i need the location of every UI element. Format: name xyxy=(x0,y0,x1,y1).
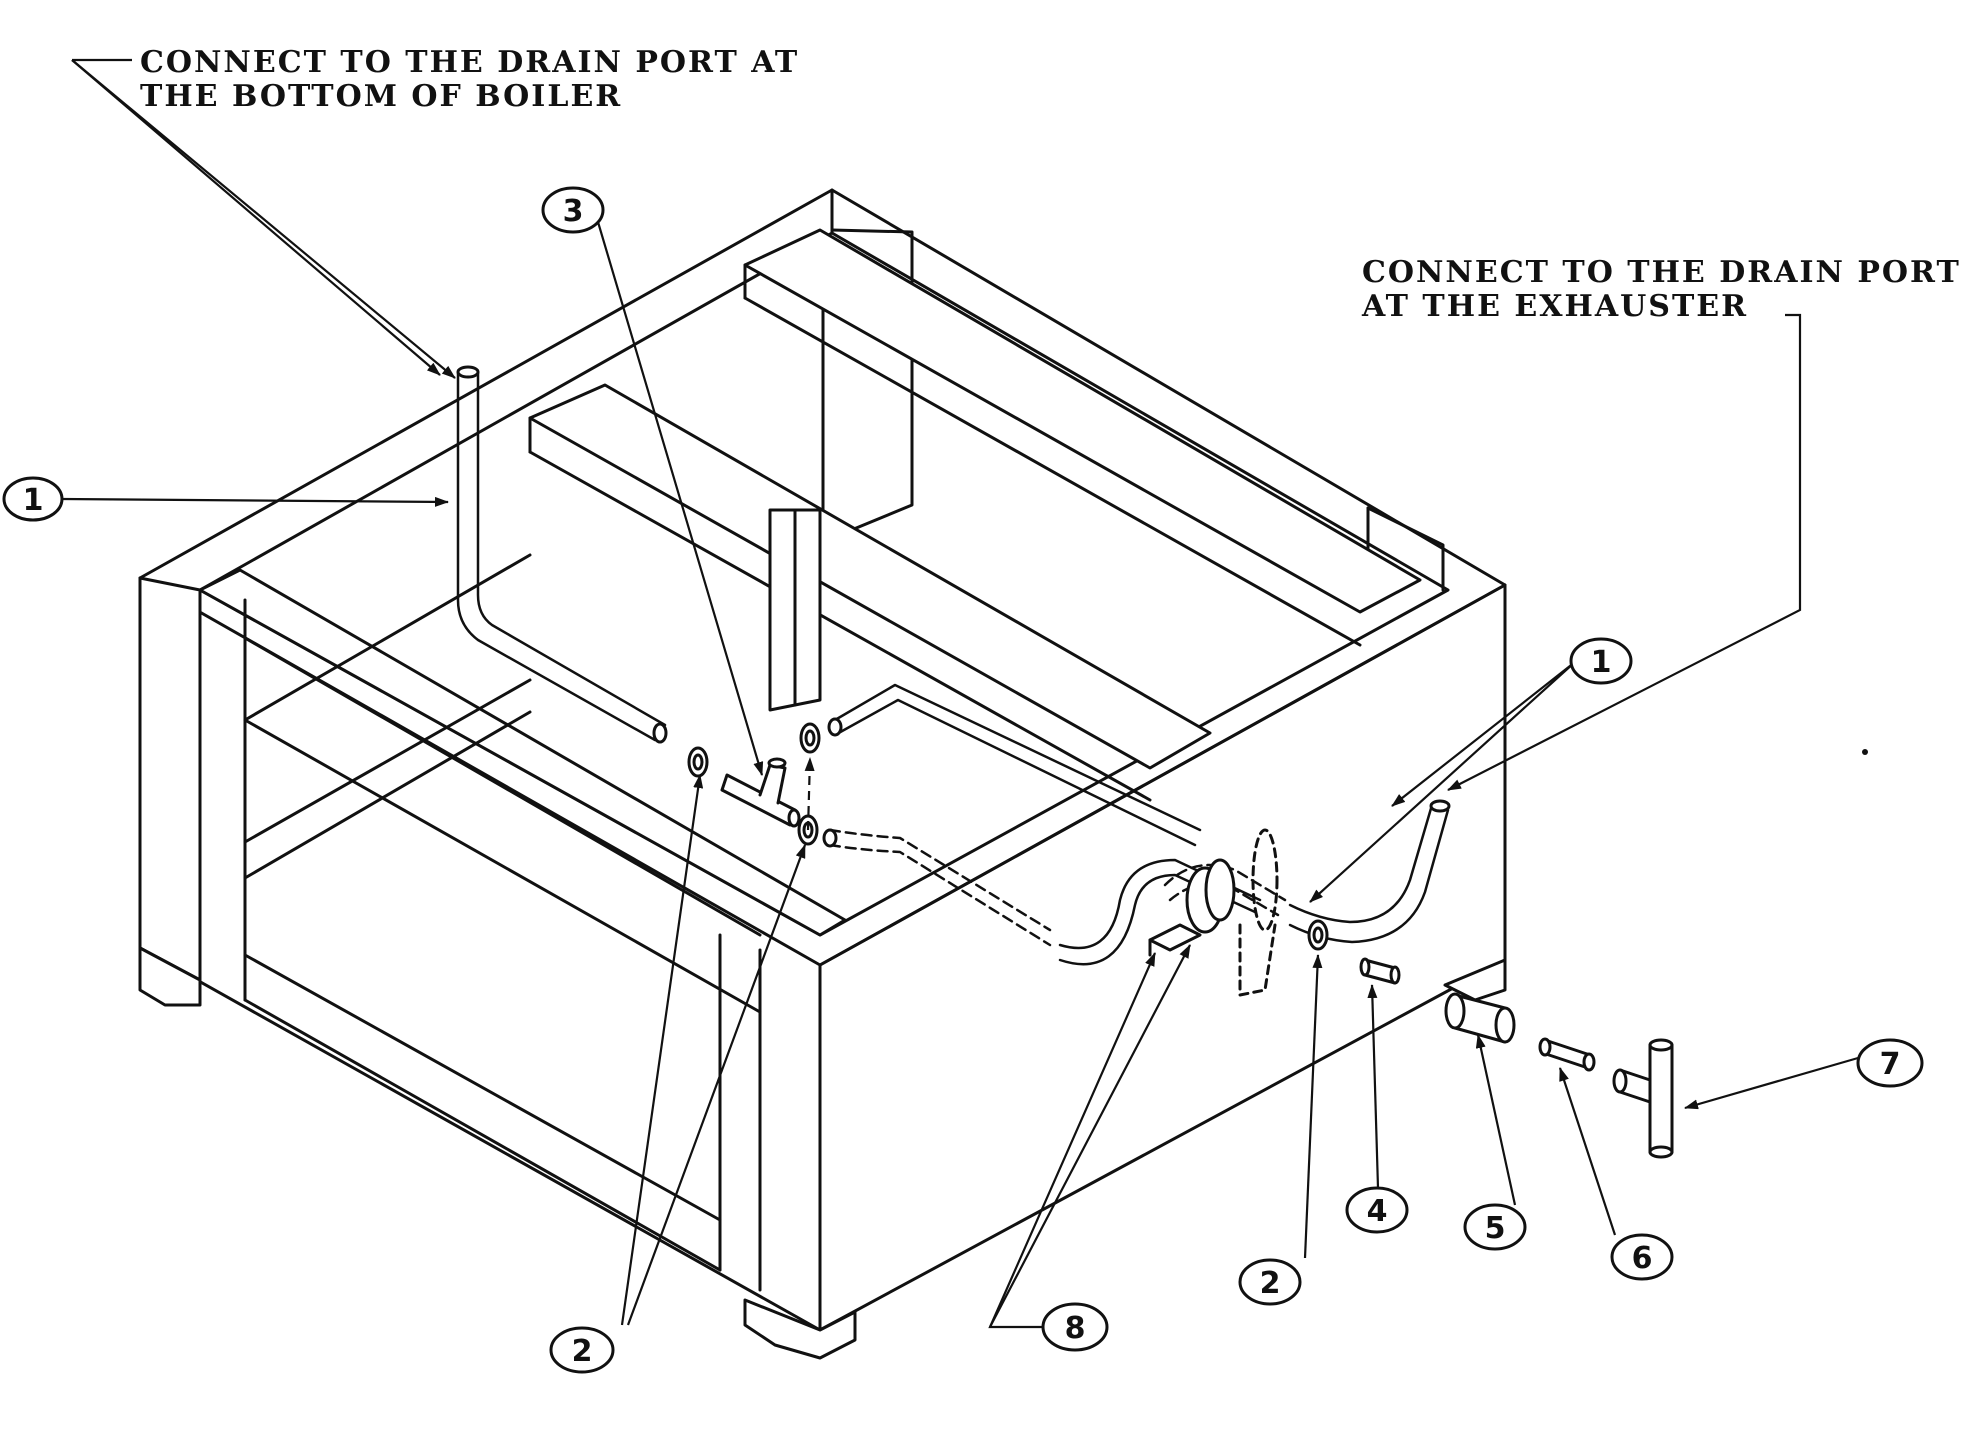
exhauster-drain-note-line-1: CONNECT TO THE DRAIN PORT xyxy=(1362,255,1961,290)
callout-7: 7 xyxy=(1856,1038,1924,1088)
callout-2-right: 2 xyxy=(1238,1258,1302,1306)
leader-callout-1-right-a xyxy=(1309,661,1576,903)
leader-callout-6 xyxy=(1558,1067,1617,1236)
leader-callout-8-b xyxy=(989,944,1191,1328)
leader-callout-4 xyxy=(1367,984,1380,1189)
callout-1-right-label: 1 xyxy=(1591,645,1612,680)
leader-callout-5 xyxy=(1475,1034,1517,1206)
leader-callout-2-left-c xyxy=(804,757,815,831)
stand-frame xyxy=(138,188,1507,1360)
clamp-item-2-b xyxy=(799,722,821,754)
callout-1-right: 1 xyxy=(1569,637,1633,685)
leader-callout-2-left-a xyxy=(620,774,704,1326)
nipple-item-4 xyxy=(1359,957,1401,985)
leader-callout-1-left xyxy=(61,496,449,507)
callout-6-label: 6 xyxy=(1632,1241,1653,1276)
tee-fitting-item-3 xyxy=(720,757,801,828)
callout-3: 3 xyxy=(541,186,605,234)
callout-5: 5 xyxy=(1463,1203,1527,1251)
callout-1-left: 1 xyxy=(2,476,64,522)
callout-4-label: 4 xyxy=(1367,1194,1388,1229)
leader-callout-7 xyxy=(1684,1056,1859,1110)
drain-valve-body xyxy=(1148,828,1279,997)
callout-8-label: 8 xyxy=(1065,1311,1086,1346)
drain-tube-left xyxy=(456,365,668,744)
callout-4: 4 xyxy=(1345,1186,1409,1234)
leader-exhauster-note xyxy=(1447,313,1802,791)
stray-mark xyxy=(1862,749,1868,755)
callout-8: 8 xyxy=(1041,1302,1109,1352)
leader-callout-8 xyxy=(988,952,1157,1329)
callout-1-left-label: 1 xyxy=(23,483,44,518)
callout-2-left-label: 2 xyxy=(572,1334,593,1369)
tee-item-7 xyxy=(1612,1038,1674,1159)
coupling-item-5 xyxy=(1444,992,1516,1044)
clamp-item-2-a xyxy=(687,746,709,778)
callout-6: 6 xyxy=(1610,1233,1674,1281)
leader-callout-1-right-b xyxy=(1391,661,1576,807)
leader-boiler-note-c xyxy=(71,59,456,379)
leader-callout-3 xyxy=(596,221,764,776)
callout-5-label: 5 xyxy=(1485,1211,1506,1246)
leader-callout-2-left-b xyxy=(626,844,807,1326)
callout-2-right-label: 2 xyxy=(1260,1266,1281,1301)
leader-boiler-note-b xyxy=(71,59,441,376)
boiler-drain-note-line-1: CONNECT TO THE DRAIN PORT AT xyxy=(140,45,800,80)
clamp-item-2-d xyxy=(1307,919,1329,951)
callout-2-left: 2 xyxy=(549,1326,615,1374)
drain-tube-center-lower xyxy=(822,828,1052,947)
exhauster-drain-note-line-2: AT THE EXHAUSTER xyxy=(1362,289,1749,324)
leader-callout-2-right xyxy=(1303,954,1323,1259)
callout-7-label: 7 xyxy=(1880,1047,1901,1082)
callout-3-label: 3 xyxy=(563,194,584,229)
nipple-item-6 xyxy=(1538,1037,1596,1072)
drain-tube-center-upper xyxy=(827,683,1202,847)
boiler-drain-note-line-2: THE BOTTOM OF BOILER xyxy=(140,79,623,114)
